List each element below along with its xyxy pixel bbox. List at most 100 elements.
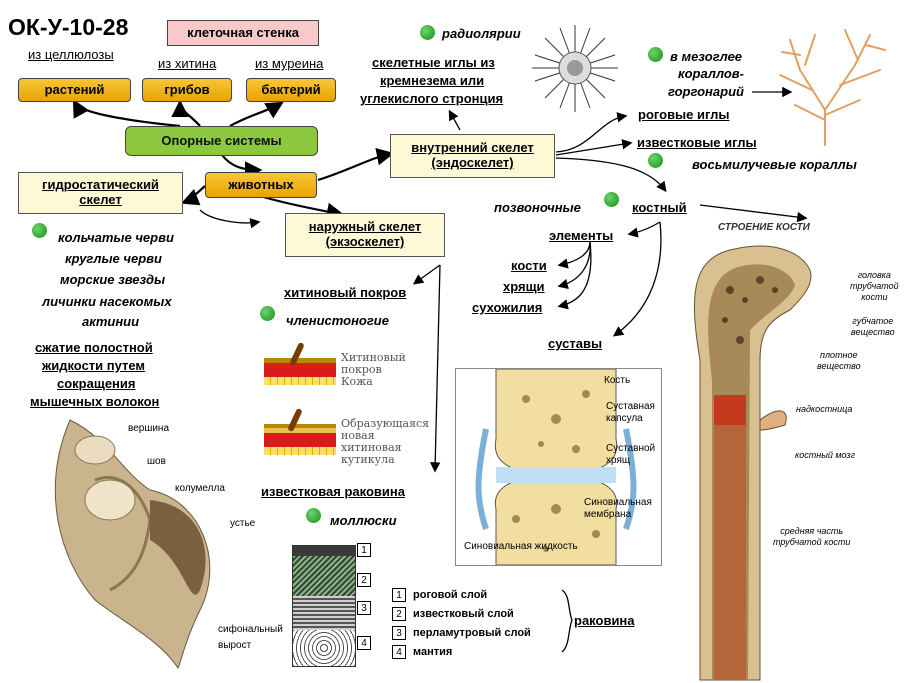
compact-1: плотное xyxy=(820,350,858,360)
plants-box: растений xyxy=(18,78,131,102)
exoskeleton-box: наружный скелет (экзоскелет) xyxy=(285,213,445,257)
fig2-label-2: новая xyxy=(341,429,375,443)
endo-line1: внутренний скелет xyxy=(411,140,534,156)
joint-capsule-label: Суставная капсула xyxy=(606,401,655,425)
arrow-to-fungi xyxy=(171,99,201,127)
exo-line2: (экзоскелет) xyxy=(325,234,405,249)
spongy-2: вещество xyxy=(851,326,895,337)
calcareous-shell-label: известковая раковина xyxy=(261,484,405,499)
octocorals-label: восьмилучевые кораллы xyxy=(692,157,857,172)
membrane-1: Синовиальная xyxy=(584,497,652,508)
hydro-example-1: кольчатые черви xyxy=(58,230,174,245)
hydro-mechanism-3: сокращения xyxy=(57,376,136,391)
middle-part-label: средняя часть трубчатой кости xyxy=(773,526,850,548)
radiolaria-label: радиолярии xyxy=(442,26,521,41)
capsule-2: капсула xyxy=(606,413,643,424)
support-systems-box: Опорные системы xyxy=(125,126,318,156)
siphon-1: сифональный xyxy=(218,624,283,635)
joint-membrane-label: Синовиальная мембрана xyxy=(584,497,652,521)
chitin-cover-label: хитиновый покров xyxy=(284,285,407,300)
page-title: ОК-У-10-28 xyxy=(8,14,129,40)
vertebrates-label: позвоночные xyxy=(494,200,581,215)
spicules-3: углекислого стронция xyxy=(360,91,504,106)
compact-2: вещество xyxy=(817,360,861,371)
green-dot-vertebrates xyxy=(604,192,619,207)
hydro-mechanism-2: жидкости путем xyxy=(42,358,146,373)
section-num-1: 1 xyxy=(357,543,371,557)
spongy-label: губчатое вещество xyxy=(851,316,895,338)
shell-suture-label: шов xyxy=(147,456,166,467)
hydro-line2: скелет xyxy=(79,192,122,207)
green-dot-mesoglea xyxy=(648,47,663,62)
fig1-label-3: Кожа xyxy=(341,375,373,389)
head-2: трубчатой xyxy=(850,280,899,291)
marrow-label: костный мозг xyxy=(795,450,856,460)
hydro-mechanism-4: мышечных волокон xyxy=(30,394,160,409)
shell-aperture-label: устье xyxy=(230,518,256,529)
bony-label: костный xyxy=(632,200,687,215)
legend-label-3: перламутровый слой xyxy=(413,627,531,639)
joint-diagram: Кость Суставная капсула Суставной хрящ С… xyxy=(455,368,662,566)
calcareous-spicules: известковые иглы xyxy=(637,135,757,150)
cartilage-1: Суставной xyxy=(606,443,656,454)
cell-wall-box: клеточная стенка xyxy=(167,20,319,46)
fig1-label-2: покров xyxy=(341,363,382,377)
middle-2: трубчатой кости xyxy=(773,536,851,547)
green-dot-arthropods xyxy=(260,306,275,321)
endo-line2: (эндоскелет) xyxy=(431,155,514,170)
green-dot-hydro xyxy=(32,223,47,238)
periosteum-label: надкостница xyxy=(796,404,853,414)
legend-label-4: мантия xyxy=(413,646,453,658)
arrow-to-bacteria xyxy=(229,101,284,127)
molluscs-label: моллюски xyxy=(330,513,397,528)
green-dot-octocorals xyxy=(648,153,663,168)
cartilage-label: хрящи xyxy=(503,279,545,294)
bones-label: кости xyxy=(511,258,547,273)
bone-structure-title: СТРОЕНИЕ КОСТИ xyxy=(718,222,810,233)
green-dot-radiolaria xyxy=(420,25,435,40)
murein-label: из муреина xyxy=(255,56,324,71)
spongy-1: губчатое xyxy=(852,316,894,326)
joint-bone-label: Кость xyxy=(604,375,631,386)
compact-label: плотное вещество xyxy=(817,350,861,372)
hydro-mechanism-1: сжатие полостной xyxy=(35,340,153,355)
legend-num-3: 3 xyxy=(392,626,406,640)
shell-layers-section xyxy=(292,545,356,667)
spicules-2: кремнезема или xyxy=(380,73,485,88)
hydro-line1: гидростатический xyxy=(42,177,159,193)
arrow-to-endo xyxy=(317,147,395,182)
section-num-4: 4 xyxy=(357,636,371,650)
hydro-example-2: круглые черви xyxy=(65,251,162,266)
shell-columella-label: колумелла xyxy=(175,483,225,494)
shell-brace-label: раковина xyxy=(574,613,635,628)
chitin-figure-1-labels: Хитиновый покров Кожа xyxy=(341,351,406,389)
arthropods-label: членистоногие xyxy=(286,313,389,328)
section-num-2: 2 xyxy=(357,573,371,587)
chitin-figure-2-labels: Образующаяся новая хитиновая кутикула xyxy=(341,417,430,466)
mesoglea-1: в мезоглее xyxy=(670,49,743,64)
joints-label: суставы xyxy=(548,336,603,351)
bacteria-box: бактерий xyxy=(246,78,336,102)
fig1-label-1: Хитиновый xyxy=(341,351,406,364)
head-3: кости xyxy=(861,291,888,302)
hydro-example-5: актинии xyxy=(82,314,140,329)
endoskeleton-box: внутренний скелет (эндоскелет) xyxy=(390,134,555,178)
joint-cartilage-label: Суставной хрящ xyxy=(606,443,655,467)
bone-head-label: головка трубчатой кости xyxy=(850,270,899,302)
legend-label-1: роговой слой xyxy=(413,589,488,601)
capsule-1: Суставная xyxy=(606,401,655,412)
siphon-2: вырост xyxy=(218,640,252,651)
joint-fluid-label: Синовиальная жидкость xyxy=(464,541,578,552)
head-1: головка xyxy=(857,270,891,280)
spicules-1: скелетные иглы из xyxy=(372,55,495,70)
cartilage-2: хрящ xyxy=(606,455,631,466)
green-dot-molluscs xyxy=(306,508,321,523)
fig2-label-1: Образующаяся xyxy=(341,417,430,430)
legend-num-2: 2 xyxy=(392,607,406,621)
hydro-example-3: морские звезды xyxy=(60,272,166,287)
cellulose-label: из целлюлозы xyxy=(28,47,114,62)
